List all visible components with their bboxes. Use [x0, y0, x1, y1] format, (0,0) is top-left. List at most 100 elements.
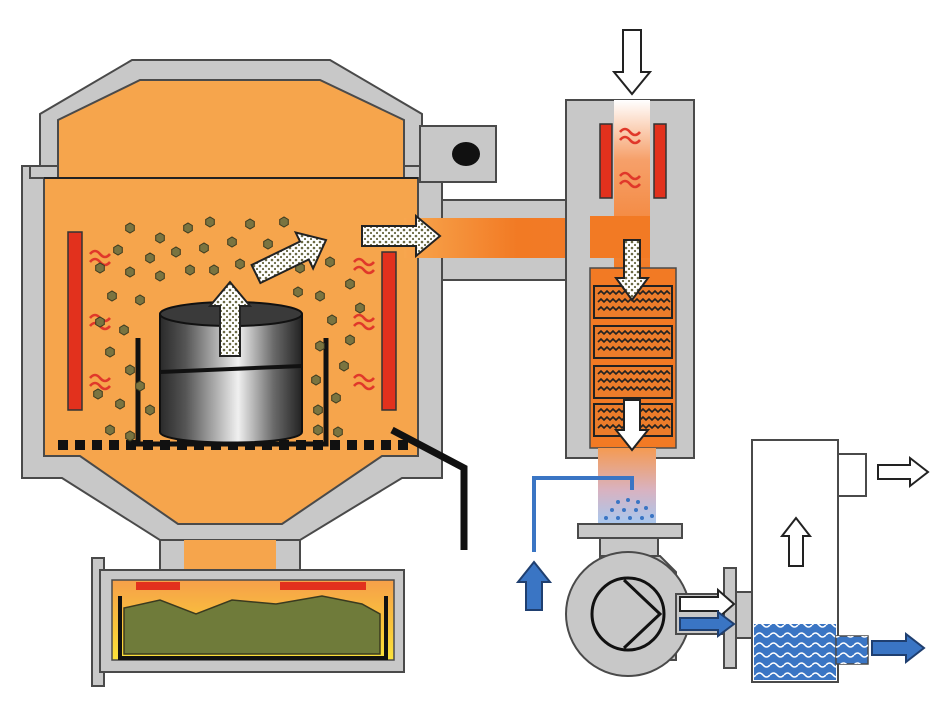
- scrubber-upflow-arrow: [779, 516, 813, 567]
- particle-icon: [125, 266, 135, 278]
- catalyst-zigzag: [597, 345, 671, 352]
- particle-icon: [315, 290, 325, 302]
- fume-rise-arrow: [207, 280, 253, 357]
- water-supply-pipe: [532, 476, 634, 552]
- particle-icon: [183, 222, 193, 234]
- grate-slot: [381, 440, 391, 450]
- particle-icon: [205, 216, 215, 228]
- heat-wave-icon: [353, 373, 375, 383]
- particle-icon: [155, 270, 165, 282]
- grate-slot: [75, 440, 85, 450]
- grate-slot: [347, 440, 357, 450]
- particle-icon: [331, 392, 341, 404]
- catalyst-zigzag: [597, 377, 671, 384]
- heat-wave-icon: [89, 257, 111, 267]
- furnace-heater-left: [67, 231, 83, 411]
- spray-droplet: [610, 508, 614, 512]
- particle-icon: [135, 380, 145, 392]
- particle-icon: [227, 236, 237, 248]
- heat-wave-icon: [89, 373, 111, 383]
- particle-icon: [115, 398, 125, 410]
- particle-icon: [355, 302, 365, 314]
- particle-icon: [125, 364, 135, 376]
- catalyst-zigzag: [597, 329, 671, 336]
- spray-droplet: [604, 516, 608, 520]
- spray-droplet: [636, 500, 640, 504]
- grate-slot: [92, 440, 102, 450]
- particle-icon: [125, 430, 135, 442]
- catalyst-zigzag: [597, 337, 671, 344]
- particle-icon: [327, 314, 337, 326]
- catalyst-zigzag: [597, 305, 671, 312]
- particle-icon: [311, 374, 321, 386]
- side-burner-port: [419, 125, 497, 183]
- heat-wave-icon: [619, 127, 641, 137]
- fume-catalyst-arrow: [614, 239, 650, 302]
- particle-icon: [95, 316, 105, 328]
- scrubber-tower: [751, 439, 869, 683]
- exhaust-fan: [565, 551, 757, 677]
- catalyst-zigzag: [597, 385, 671, 392]
- treated-gas-outlet-arrow: [877, 455, 930, 489]
- particle-icon: [105, 424, 115, 436]
- water-spray-dots: [604, 498, 654, 520]
- spray-droplet: [640, 516, 644, 520]
- particle-icon: [155, 232, 165, 244]
- particle-icon: [113, 244, 123, 256]
- particle-icon: [171, 246, 181, 258]
- particle-icon: [107, 290, 117, 302]
- particle-icon: [145, 404, 155, 416]
- fume-diagonal-arrow: [250, 231, 328, 285]
- particle-icon: [119, 324, 129, 336]
- particle-icon: [339, 360, 349, 372]
- particle-icon: [235, 258, 245, 270]
- catalyst-zigzag: [597, 297, 671, 304]
- water-transfer-arrow: [679, 610, 736, 638]
- heat-wave-icon: [353, 313, 375, 323]
- grate-slot: [109, 440, 119, 450]
- oxidizer-heater-right: [653, 123, 667, 199]
- furnace-particles: [93, 216, 519, 442]
- spray-droplet: [628, 516, 632, 520]
- flow-arrows: [207, 29, 930, 665]
- particle-icon: [313, 424, 323, 436]
- grate-slot: [330, 440, 340, 450]
- fume-duct-arrow: [361, 213, 442, 259]
- water-inlet-arrow: [515, 560, 553, 611]
- particle-icon: [279, 216, 289, 228]
- spray-droplet: [626, 498, 630, 502]
- heat-wave-icon: [89, 381, 111, 391]
- spray-droplet: [634, 508, 638, 512]
- heat-wave-icon: [353, 381, 375, 391]
- particle-icon: [245, 218, 255, 230]
- heat-wave-icon: [353, 257, 375, 267]
- particle-icon: [315, 340, 325, 352]
- particle-icon: [325, 256, 335, 268]
- particle-icon: [263, 238, 273, 250]
- particle-icon: [313, 404, 323, 416]
- grate-slot: [58, 440, 68, 450]
- oxidizer-heater-left: [599, 123, 613, 199]
- heat-wave-icon: [89, 249, 111, 259]
- particle-icon: [93, 388, 103, 400]
- water-outlet-arrow: [871, 631, 926, 665]
- grate-slot: [364, 440, 374, 450]
- particle-icon: [185, 264, 195, 276]
- particle-icon: [333, 426, 343, 438]
- particle-icon: [209, 264, 219, 276]
- heat-wave-icon: [353, 265, 375, 275]
- particle-icon: [145, 252, 155, 264]
- grate-slot: [126, 440, 136, 450]
- particle-icon: [135, 294, 145, 306]
- particle-icon: [95, 262, 105, 274]
- spray-droplet: [622, 508, 626, 512]
- furnace-heat-waves: [89, 249, 375, 391]
- air-inlet-arrow: [611, 29, 653, 96]
- heat-wave-icon: [353, 321, 375, 331]
- particle-icon: [105, 346, 115, 358]
- catalyst-outflow-arrow: [613, 399, 651, 452]
- grate-slot: [398, 440, 408, 450]
- heat-wave-icon: [619, 171, 641, 181]
